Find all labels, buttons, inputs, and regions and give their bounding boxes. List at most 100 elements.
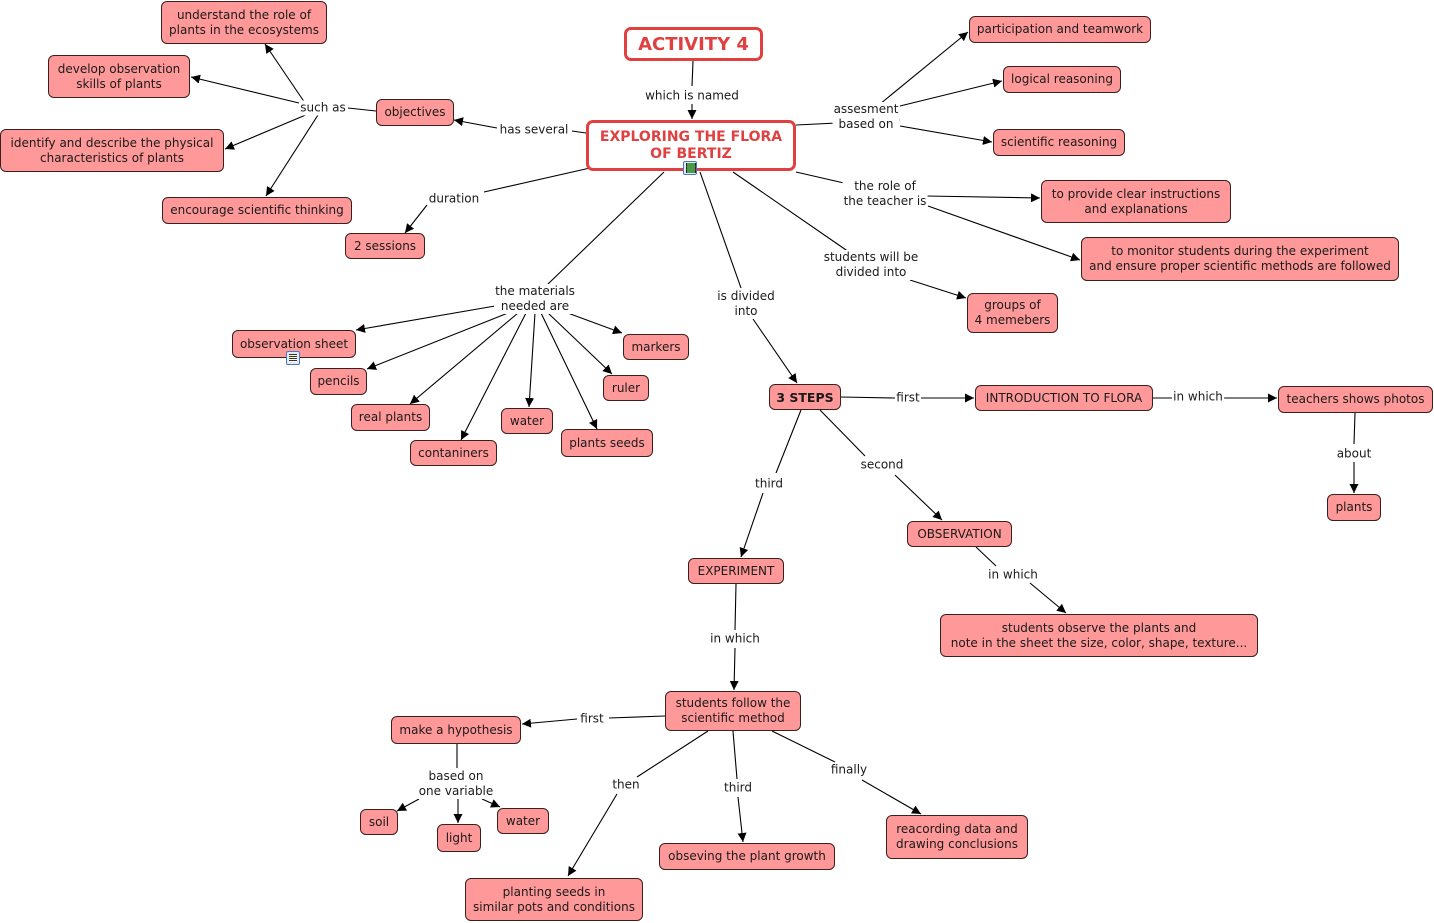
node-observation-step[interactable]: OBSERVATION xyxy=(907,521,1012,547)
node-monitor-students[interactable]: to monitor students during the experimen… xyxy=(1081,237,1399,281)
node-participation[interactable]: participation and teamwork xyxy=(969,16,1151,43)
connector-arrow xyxy=(927,205,1081,262)
link-first-intro: first xyxy=(895,390,921,406)
node-experiment[interactable]: EXPERIMENT xyxy=(688,558,784,584)
connector-arrow xyxy=(525,312,536,408)
connector-line xyxy=(732,171,850,253)
node-make-hypothesis[interactable]: make a hypothesis xyxy=(391,716,521,744)
node-objective-identify[interactable]: identify and describe the physical chara… xyxy=(0,129,224,172)
connector-arrow xyxy=(899,125,993,145)
connector-arrow xyxy=(264,43,306,104)
connector-line xyxy=(691,60,694,87)
connector-line xyxy=(734,583,737,631)
node-water-material[interactable]: water xyxy=(501,408,553,434)
link-students-divided: students will be divided into xyxy=(822,250,920,280)
connector-line xyxy=(571,130,587,134)
connector-arrow xyxy=(729,647,739,691)
connector-line xyxy=(732,730,738,780)
link-based-on-variable: based on one variable xyxy=(417,769,495,799)
connector-line xyxy=(636,730,709,778)
document-resource-icon[interactable] xyxy=(286,351,300,365)
node-plants-seeds[interactable]: plants seeds xyxy=(561,429,653,457)
connector-arrow xyxy=(481,798,501,808)
connector-arrow xyxy=(879,31,969,105)
node-3-steps[interactable]: 3 STEPS xyxy=(769,384,841,410)
connector-line xyxy=(608,715,666,719)
link-in-which-intro: in which xyxy=(1172,389,1224,405)
node-objectives[interactable]: objectives xyxy=(376,99,454,126)
link-third-growth: third xyxy=(723,780,753,796)
link-assessment-based-on: assesment based on xyxy=(832,102,900,132)
node-observing-growth[interactable]: obseving the plant growth xyxy=(659,843,835,870)
node-plants[interactable]: plants xyxy=(1327,494,1381,521)
connector-line xyxy=(547,171,665,285)
node-teacher-shows-photos[interactable]: teachers shows photos xyxy=(1278,386,1433,413)
connector-arrow xyxy=(564,311,623,335)
link-duration: duration xyxy=(427,191,481,207)
connector-arrow xyxy=(224,113,309,150)
connector-arrow xyxy=(366,312,509,370)
node-ruler[interactable]: ruler xyxy=(603,375,649,401)
connector-arrow xyxy=(909,279,967,300)
connector-arrow xyxy=(190,74,300,104)
node-objective-ecosystems[interactable]: understand the role of plants in the eco… xyxy=(161,1,327,44)
connector-arrow xyxy=(1029,582,1067,614)
connector-arrow xyxy=(899,78,1003,107)
node-water-variable[interactable]: water xyxy=(497,808,549,834)
connector-arrow xyxy=(540,312,598,430)
link-role-of-teacher: the role of the teacher is xyxy=(842,179,928,209)
connector-arrow xyxy=(739,492,764,558)
node-soil[interactable]: soil xyxy=(360,809,398,835)
connector-arrow xyxy=(355,305,496,333)
node-planting-seeds[interactable]: planting seeds in similar pots and condi… xyxy=(465,878,643,921)
link-in-which-experiment: in which xyxy=(709,631,761,647)
node-introduction-to-flora[interactable]: INTRODUCTION TO FLORA xyxy=(975,385,1153,411)
node-2-sessions[interactable]: 2 sessions xyxy=(345,233,425,259)
link-first-hypothesis: first xyxy=(579,711,605,727)
connector-line xyxy=(347,107,377,112)
connector-arrow xyxy=(409,312,519,405)
link-finally: finally xyxy=(829,762,869,778)
connector-arrow xyxy=(460,312,527,441)
connector-arrow xyxy=(521,718,578,728)
node-objective-observation[interactable]: develop observation skills of plants xyxy=(48,55,190,98)
connector-arrow xyxy=(265,114,319,197)
node-containers[interactable]: contaniners xyxy=(410,440,497,466)
node-markers[interactable]: markers xyxy=(623,334,689,360)
connector-line xyxy=(1353,412,1356,445)
connector-line xyxy=(483,167,591,193)
connector-line xyxy=(840,396,896,399)
connector-arrow xyxy=(894,474,943,521)
connector-line xyxy=(771,730,836,763)
node-scientific-reasoning[interactable]: scientific reasoning xyxy=(993,129,1125,156)
node-recording-data[interactable]: reacording data and drawing conclusions xyxy=(886,815,1028,859)
node-students-observe[interactable]: students observe the plants and note in … xyxy=(940,614,1258,657)
link-is-divided-into: is divided into xyxy=(716,289,776,319)
link-has-several: has several xyxy=(498,122,570,138)
link-such-as: such as xyxy=(299,100,347,116)
node-objective-thinking[interactable]: encourage scientific thinking xyxy=(162,197,352,224)
video-resource-icon[interactable] xyxy=(683,161,697,175)
link-which-is-named: which is named xyxy=(644,88,740,104)
connector-arrow xyxy=(453,117,498,129)
connector-line xyxy=(819,409,866,457)
connector-arrow xyxy=(404,204,428,234)
link-in-which-observation: in which xyxy=(987,567,1039,583)
node-activity-4[interactable]: ACTIVITY 4 xyxy=(624,27,763,61)
link-second: second xyxy=(859,457,905,473)
connector-arrow xyxy=(861,779,922,815)
node-groups[interactable]: groups of 4 memebers xyxy=(967,293,1058,333)
node-pencils[interactable]: pencils xyxy=(310,368,367,395)
node-light[interactable]: light xyxy=(437,824,481,852)
node-clear-instructions[interactable]: to provide clear instructions and explan… xyxy=(1041,180,1231,223)
node-real-plants[interactable]: real plants xyxy=(351,404,430,431)
link-about: about xyxy=(1335,446,1373,462)
link-third-experiment: third xyxy=(754,476,784,492)
connector-line xyxy=(975,546,997,567)
connector-arrow xyxy=(567,793,618,877)
connector-arrow xyxy=(925,193,1041,203)
node-logical-reasoning[interactable]: logical reasoning xyxy=(1003,66,1121,93)
link-then: then xyxy=(611,777,641,793)
node-scientific-method[interactable]: students follow the scientific method xyxy=(665,691,801,731)
